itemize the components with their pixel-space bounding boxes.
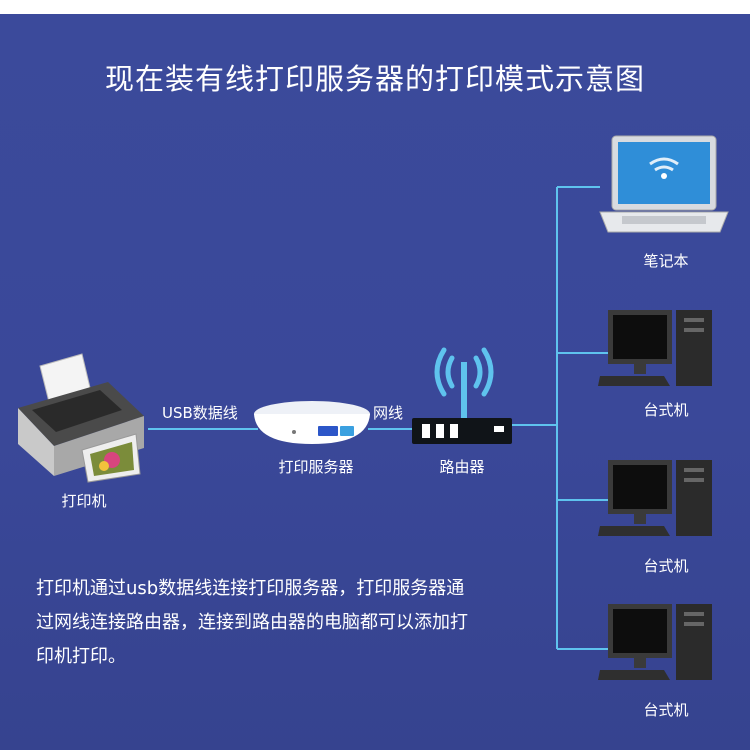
desktop-1-label: 台式机 <box>643 401 689 419</box>
print-server-label: 打印服务器 <box>278 458 354 476</box>
network-cable-label: 网线 <box>373 404 404 422</box>
desktop-3-icon <box>598 604 712 680</box>
print-server-icon <box>254 401 370 444</box>
wifi-signal-icon <box>434 347 494 397</box>
laptop-icon <box>599 135 729 233</box>
desktop-3-label: 台式机 <box>643 701 689 719</box>
diagram-title: 现在装有线打印服务器的打印模式示意图 <box>104 62 645 96</box>
printer-label: 打印机 <box>61 492 107 510</box>
desktop-2-icon <box>598 460 712 536</box>
printer-icon <box>18 353 144 483</box>
laptop-label: 笔记本 <box>643 252 689 270</box>
desktop-1-icon <box>598 310 712 386</box>
desktop-2-label: 台式机 <box>643 557 689 575</box>
router-icon <box>412 347 512 444</box>
router-label: 路由器 <box>439 458 485 476</box>
usb-cable-label: USB数据线 <box>162 404 238 422</box>
description-line-2: 过网线连接路由器，连接到路由器的电脑都可以添加打 <box>36 612 468 633</box>
description-line-3: 印机打印。 <box>36 646 126 667</box>
description-line-1: 打印机通过usb数据线连接打印服务器，打印服务器通 <box>36 578 465 599</box>
description-text: 打印机通过usb数据线连接打印服务器，打印服务器通 过网线连接路由器，连接到路由… <box>36 572 536 674</box>
